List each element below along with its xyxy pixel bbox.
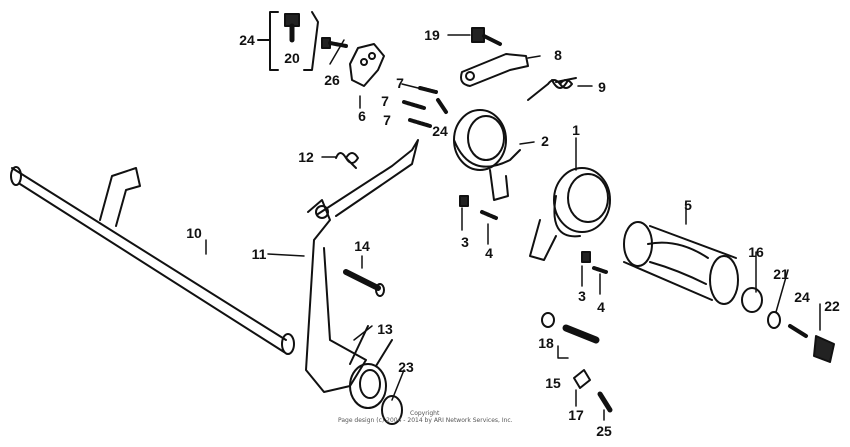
callout-15: 15 [545,375,561,391]
bolt-19 [447,27,502,46]
shift-shaft-10 [10,166,295,355]
callout-4: 4 [485,245,493,261]
pin-14 [343,269,385,297]
bolt-24 [788,324,808,338]
callout-18: 18 [538,335,554,351]
shift-fork-2 [453,109,521,201]
pins-3-4 [459,195,608,274]
callout-7: 7 [381,93,389,109]
washer-21 [767,311,781,329]
copyright-line-1: Copyright [410,410,440,417]
callout-25: 25 [596,423,612,439]
callout-19: 19 [424,27,440,43]
callout-3: 3 [578,288,586,304]
copyright-line-2: Page design (c) 2004 - 2014 by ARI Netwo… [338,417,513,425]
bolts-7 [402,86,448,128]
spring-13 [349,325,393,409]
callout-22: 22 [824,298,840,314]
bolt-26 [321,37,348,49]
callout-12: 12 [298,149,314,165]
spring-9 [527,77,593,101]
bolt-25 [597,391,613,413]
callout-24: 24 [794,289,810,305]
callout-17: 17 [568,407,584,423]
bracket-24-20 [257,11,319,71]
callout-7: 7 [396,75,404,91]
callout-7: 7 [383,112,391,128]
spring-12 [321,152,359,169]
callout-16: 16 [748,244,764,260]
plate-6 [349,43,385,87]
callout-10: 10 [186,225,202,241]
callout-24: 24 [432,123,448,139]
shift-drum-5 [623,221,739,305]
callout-21: 21 [773,266,789,282]
arm-8 [460,53,529,87]
callout-9: 9 [598,79,606,95]
callout-20: 20 [284,50,300,66]
callout-24: 24 [239,32,255,48]
callout-1: 1 [572,122,580,138]
shift-fork-1 [529,167,611,261]
copyright-notice: Copyright Page design (c) 2004 - 2014 by… [338,410,513,424]
callout-3: 3 [461,234,469,250]
callout-5: 5 [684,197,692,213]
plate-16 [741,287,763,313]
leader-lines [205,39,821,421]
stopper-17 [573,369,591,389]
callout-4: 4 [597,299,605,315]
seal-23 [381,395,403,425]
callout-23: 23 [398,359,414,375]
cap-22 [813,335,835,363]
callout-8: 8 [554,47,562,63]
callout-26: 26 [324,72,340,88]
callout-11: 11 [251,246,267,262]
shift-arm-11 [305,139,419,393]
stopper-18-15 [541,312,600,359]
callout-2: 2 [541,133,549,149]
callout-14: 14 [354,238,370,254]
callout-6: 6 [358,108,366,124]
bolt-20 [284,13,300,43]
callout-13: 13 [377,321,393,337]
